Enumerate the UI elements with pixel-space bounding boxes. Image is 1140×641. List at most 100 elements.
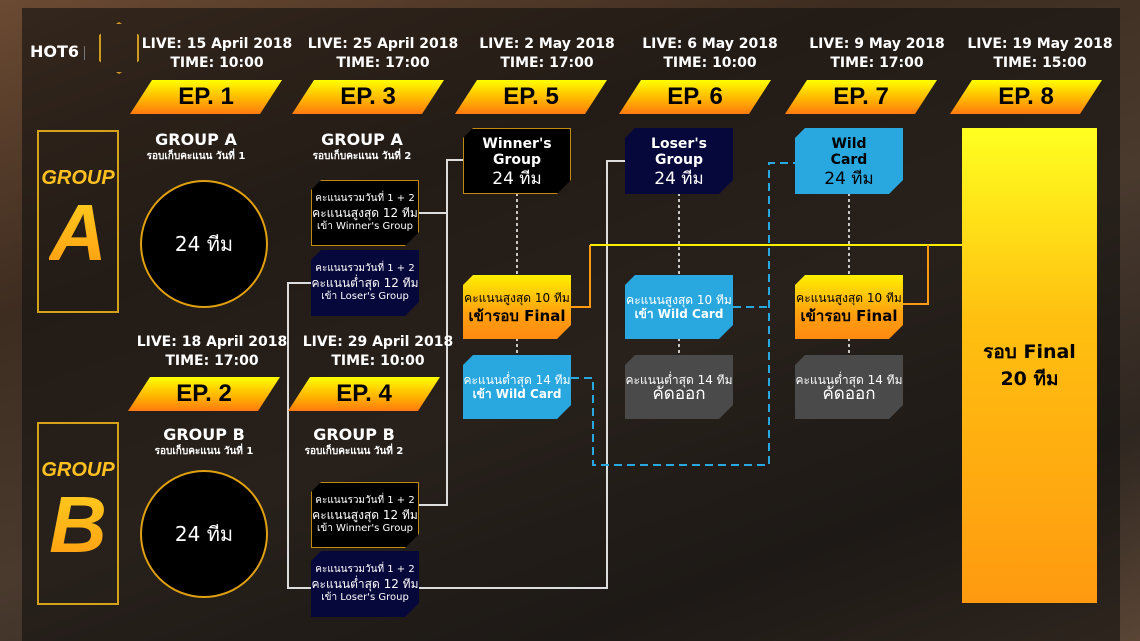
ep4-group-title: GROUP B รอบเก็บคะแนน วันที่ 2 [274,425,434,459]
losers-bottom-box: คะแนนต่ำสุด 14 ทีมคัดออก [625,355,733,419]
live-date: LIVE: 25 April 2018 [307,36,459,52]
final-teams: 20 ทีม [1000,367,1059,390]
line: คะแนนสูงสุด 10 ทีม [626,293,732,307]
winners-bottom-box: คะแนนต่ำสุด 14 ทีมเข้า Wild Card [463,355,571,419]
live-date: LIVE: 2 May 2018 [479,36,615,52]
line: เข้า Loser's Group [321,291,409,302]
ep5-banner: EP. 5 [455,80,607,114]
ep1-group-title: GROUP A รอบเก็บคะแนน วันที่ 1 [116,130,276,164]
live-date: LIVE: 15 April 2018 [141,36,293,52]
title: Wild Card [830,136,868,168]
teams: 24 ทีม [654,169,704,189]
group-b-loser-split: คะแนนรวมวันที่ 1 + 2 คะแนนต่ำสุด 12 ทีมเข… [311,551,419,617]
live-time: TIME: 15:00 [993,55,1087,71]
ep7-banner: EP. 7 [785,80,937,114]
group-b-teams-circle: 24 ทีม [140,470,268,598]
teams: 24 ทีม [492,169,542,189]
line: เข้ารอบ Final [468,307,566,325]
wildcard-top-box: คะแนนสูงสุด 10 ทีมเข้ารอบ Final [795,275,903,339]
survival-series-logo [99,22,139,74]
live-date: LIVE: 9 May 2018 [809,36,945,52]
title: GROUP A [155,130,237,149]
live-time: TIME: 10:00 [170,55,264,71]
line: คะแนนรวมวันที่ 1 + 2 [315,495,415,506]
subtitle: รอบเก็บคะแนน วันที่ 2 [304,446,404,457]
ep1-banner: EP. 1 [130,80,282,114]
line: คะแนนสูงสุด 10 ทีม [796,291,902,305]
line: คะแนนสูงสุด 12 ทีม [312,508,418,522]
line: เข้า Loser's Group [321,592,409,603]
live-date: LIVE: 29 April 2018 [302,334,454,350]
group-word: GROUP [41,167,115,189]
ep3-group-title: GROUP A รอบเก็บคะแนน วันที่ 2 [282,130,442,164]
line: คะแนนรวมวันที่ 1 + 2 [315,263,415,274]
group-a-teams-circle: 24 ทีม [140,180,268,308]
line: คะแนนต่ำสุด 14 ทีม [463,373,571,387]
final-round-box: รอบ Final 20 ทีม [962,128,1097,603]
line: เข้า Wild Card [472,387,562,401]
live-date: LIVE: 18 April 2018 [136,334,288,350]
winners-top-box: คะแนนสูงสุด 10 ทีมเข้ารอบ Final [463,275,571,339]
subtitle: รอบเก็บคะแนน วันที่ 2 [312,151,412,162]
live-time: TIME: 17:00 [336,55,430,71]
ep2-group-title: GROUP B รอบเก็บคะแนน วันที่ 1 [124,425,284,459]
final-title: รอบ Final [983,340,1076,363]
title: GROUP B [163,425,245,444]
line: คะแนนสูงสุด 10 ทีม [464,291,570,305]
live-time: TIME: 17:00 [830,55,924,71]
title: Loser's Group [651,136,707,168]
line: เข้า Wild Card [634,307,724,321]
live-date: LIVE: 6 May 2018 [642,36,778,52]
title: GROUP A [321,130,403,149]
live-time: TIME: 10:00 [331,353,425,369]
group-a-loser-split: คะแนนรวมวันที่ 1 + 2 คะแนนต่ำสุด 12 ทีมเข… [311,250,419,316]
line: คัดออก [652,384,706,404]
line: คะแนนรวมวันที่ 1 + 2 [315,193,415,204]
ep2-banner: EP. 2 [128,377,280,411]
live-date: LIVE: 19 May 2018 [967,36,1113,52]
ep4-banner: EP. 4 [288,377,440,411]
line: คะแนนต่ำสุด 14 ทีม [795,373,903,387]
line: คะแนนรวมวันที่ 1 + 2 [315,564,415,575]
title: Winner's Group [482,136,552,168]
live-time: TIME: 10:00 [663,55,757,71]
line: คะแนนต่ำสุด 12 ทีม [311,276,419,290]
wildcard-bottom-box: คะแนนต่ำสุด 14 ทีมคัดออก [795,355,903,419]
line: เข้ารอบ Final [800,307,898,325]
hot6-logo: HOT6 [30,42,80,61]
line: คัดออก [822,384,876,404]
line: คะแนนต่ำสุด 14 ทีม [625,373,733,387]
line: เข้า Winner's Group [316,221,413,232]
subtitle: รอบเก็บคะแนน วันที่ 1 [154,446,254,457]
teams: 24 ทีม [824,169,874,189]
divider [84,46,85,60]
group-word: GROUP [41,459,115,481]
subtitle: รอบเก็บคะแนน วันที่ 1 [146,151,246,162]
title: GROUP B [313,425,395,444]
losers-top-box: คะแนนสูงสุด 10 ทีมเข้า Wild Card [625,275,733,339]
group-letter: B [49,480,107,569]
ep6-banner: EP. 6 [619,80,771,114]
ep8-banner: EP. 8 [950,80,1102,114]
ep3-banner: EP. 3 [292,80,444,114]
group-b-winner-split: คะแนนรวมวันที่ 1 + 2 คะแนนสูงสุด 12 ทีมเข… [311,482,419,548]
line: คะแนนต่ำสุด 12 ทีม [311,577,419,591]
line: เข้า Winner's Group [316,523,413,534]
group-letter: A [49,188,107,277]
live-time: TIME: 17:00 [500,55,594,71]
